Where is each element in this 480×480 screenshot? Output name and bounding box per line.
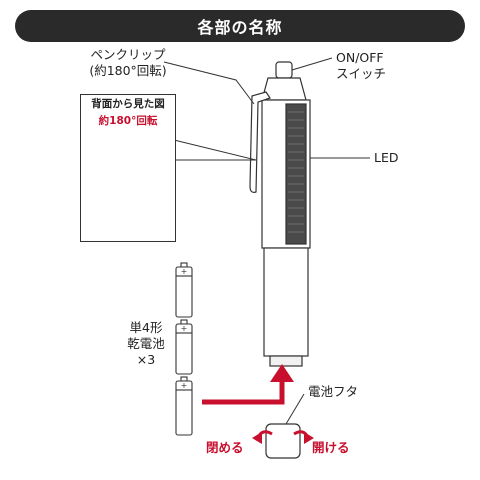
battery-cover-label: 電池フタ xyxy=(308,384,359,399)
close-arrow-head xyxy=(252,432,262,444)
battery-cover-icon xyxy=(265,423,301,459)
flashlight-body xyxy=(261,61,311,367)
batteries xyxy=(175,262,193,436)
insert-arrow xyxy=(202,380,285,405)
battery-label-line1: 単4形 xyxy=(129,320,163,335)
close-label: 閉める xyxy=(206,440,244,455)
led-panel xyxy=(285,103,307,245)
pen-clip xyxy=(249,91,271,193)
open-label: 開ける xyxy=(312,440,350,455)
svg-text:+: + xyxy=(181,267,188,276)
insert-arrow-head xyxy=(270,364,294,382)
battery-polarity: + + + xyxy=(181,267,188,390)
battery-label: 単4形 乾電池 ×3 xyxy=(118,320,174,368)
switch-label-line1: ON/OFF xyxy=(336,50,384,65)
cover-leader xyxy=(285,393,305,425)
svg-text:+: + xyxy=(181,381,188,390)
leader-lines xyxy=(163,57,370,161)
battery-label-line2: 乾電池 xyxy=(127,336,165,351)
led-ribs xyxy=(288,111,304,233)
on-off-switch xyxy=(275,61,293,79)
inset-rotation-label: 約180°回転 xyxy=(98,115,158,127)
battery-label-line3: ×3 xyxy=(136,352,156,367)
inset-frame xyxy=(80,94,176,242)
pen-clip-label-line1: ペンクリップ xyxy=(90,47,166,62)
inset-title: 背面から見た図 xyxy=(91,98,165,110)
led-label: LED xyxy=(374,150,399,165)
open-arrow-head xyxy=(304,432,314,444)
battery-1 xyxy=(175,262,193,318)
battery-3 xyxy=(175,376,193,436)
battery-2 xyxy=(175,319,193,375)
page-title: 各部の名称 xyxy=(197,18,283,37)
battery-cover-part xyxy=(269,355,303,367)
lower-barrel xyxy=(263,247,309,357)
switch-label: ON/OFF スイッチ xyxy=(336,50,386,82)
svg-text:+: + xyxy=(181,324,188,333)
title-banner: 各部の名称 xyxy=(15,10,465,42)
switch-label-line2: スイッチ xyxy=(336,66,387,81)
pen-clip-label-line2: (約180°回転) xyxy=(89,63,167,78)
pen-clip-label: ペンクリップ (約180°回転) xyxy=(82,47,174,79)
